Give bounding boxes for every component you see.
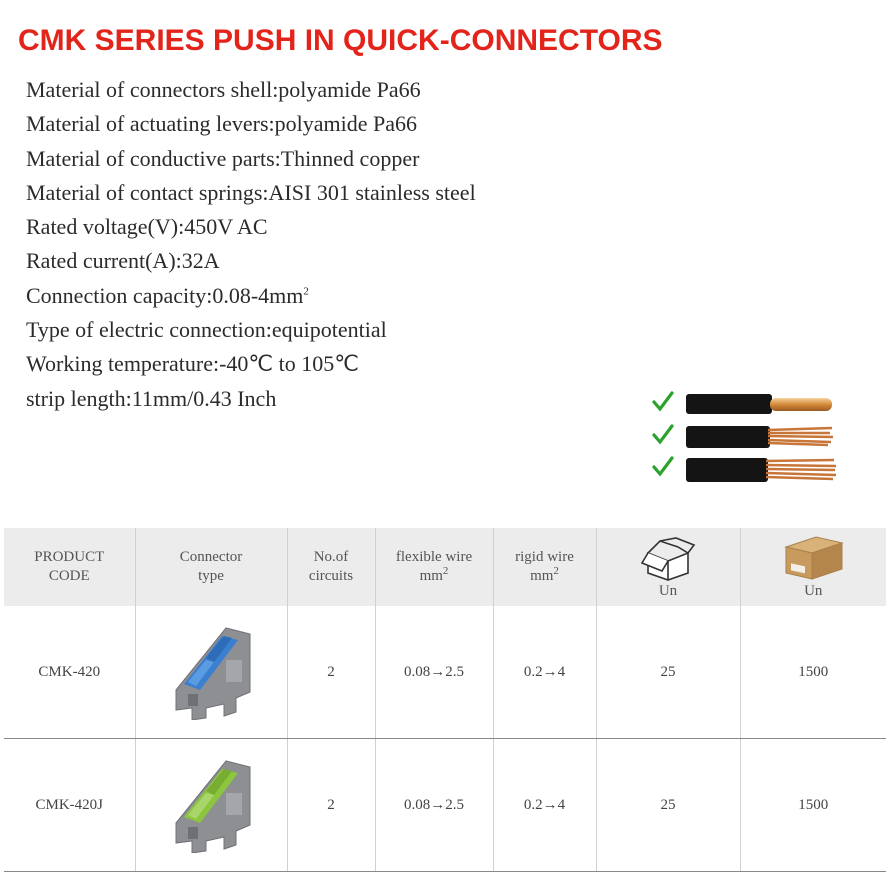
header-unit-label: Un [804, 582, 823, 599]
spec-item: Type of electric connection:equipotentia… [26, 317, 387, 343]
connector-green-image [175, 759, 251, 854]
solid-wire-icon [686, 394, 832, 414]
header-connector-type: Connector type [134, 528, 287, 606]
spec-item: Working temperature:-40℃ to 105℃ [26, 351, 359, 377]
header-superscript: 2 [553, 565, 559, 577]
product-code-cell: CMK-420 [4, 606, 135, 739]
header-superscript: 2 [442, 565, 449, 577]
flexible-wire-icon [686, 458, 837, 482]
rigid-wire-cell: 0.2→4 [492, 738, 596, 872]
rigid-wire-cell: 0.2→4 [492, 606, 596, 739]
header-box-quantity: Un [595, 528, 740, 606]
header-text: flexible wire [395, 549, 473, 565]
carton-box-icon [784, 535, 845, 580]
circuits-cell: 2 [286, 738, 375, 872]
check-icon [652, 391, 674, 412]
header-unit: mm2 [376, 565, 493, 586]
header-text: PRODUCT [34, 549, 105, 565]
spec-item: strip length:11mm/0.43 Inch [26, 385, 277, 411]
header-text: type [198, 568, 224, 584]
flexible-wire-cell: 0.08→2.5 [374, 738, 493, 872]
header-text: No.of [313, 549, 349, 565]
product-code-cell: CMK-420J [4, 738, 135, 872]
check-icon [652, 424, 674, 445]
spec-item: Material of connectors shell:polyamide P… [26, 77, 421, 102]
header-carton-quantity: Un [739, 528, 886, 606]
spec-item: Material of contact springs:AISI 301 sta… [26, 179, 476, 205]
box-quantity-cell: 25 [595, 606, 740, 739]
circuits-cell: 2 [286, 606, 375, 739]
open-box-icon [640, 536, 696, 581]
header-text: mm [419, 568, 443, 584]
wire-strip-illustration [652, 391, 837, 482]
header-text: circuits [308, 568, 354, 584]
spec-item: Material of actuating levers:polyamide P… [26, 111, 417, 137]
carton-quantity-cell: 1500 [739, 606, 886, 739]
header-text: CODE [48, 568, 90, 584]
table-row: CMK-420J 2 0.08→2.5 0.2→4 25 1500 [4, 738, 886, 872]
check-icon [652, 456, 674, 477]
header-unit: mm2 [494, 565, 596, 586]
connector-image-cell [134, 738, 287, 872]
header-unit-label: Un [658, 582, 678, 599]
spec-text: Connection capacity:0.08-4mm [26, 282, 304, 308]
spec-list: Material of connectors shell:polyamide P… [26, 73, 476, 416]
table-row: CMK-420 2 0.08→2.5 0.2→4 25 1500 [4, 606, 886, 739]
header-circuits: No.of circuits [286, 528, 375, 606]
header-text: rigid wire [515, 549, 574, 565]
spec-item: Material of conductive parts:Thinned cop… [26, 145, 420, 171]
stranded-wire-icon [686, 426, 834, 448]
connector-image-cell [134, 606, 287, 739]
spec-item: Connection capacity:0.08-4mm2 [26, 279, 476, 313]
spec-superscript: 2 [303, 285, 309, 298]
connector-blue-image [175, 626, 251, 721]
carton-quantity-cell: 1500 [739, 738, 886, 872]
header-product-code: PRODUCT CODE [4, 528, 135, 606]
header-text: mm [530, 568, 554, 584]
flexible-wire-cell: 0.08→2.5 [374, 606, 493, 739]
spec-item: Rated voltage(V):450V AC [26, 214, 268, 240]
spec-item: Rated current(A):32A [26, 248, 220, 274]
header-text: Connector [179, 549, 243, 565]
page-title: CMK SERIES PUSH IN QUICK-CONNECTORS [18, 24, 663, 57]
box-quantity-cell: 25 [595, 738, 740, 872]
